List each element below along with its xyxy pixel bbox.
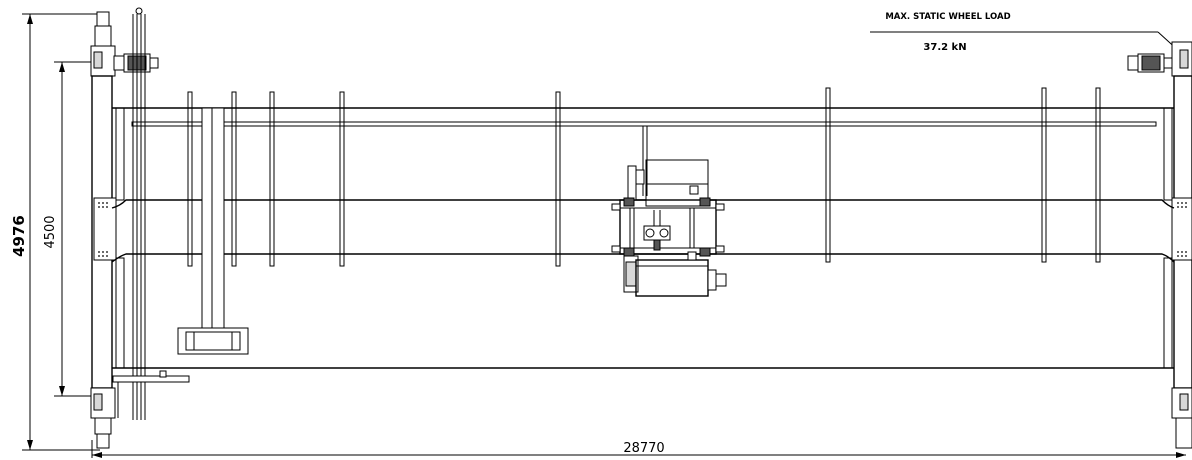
wheel-base-label: 4500 [43, 215, 58, 248]
left-side-plate-top [115, 107, 125, 201]
overall-length-label: 28770 [623, 441, 664, 456]
hoist-trolley [611, 126, 727, 297]
festoon-system [177, 107, 249, 355]
dimension-overall-width: 4976 [10, 13, 100, 451]
dimension-wheel-base: 4500 [43, 61, 92, 397]
ladder-rails [132, 7, 146, 420]
wheel-load-value: 37.2 kN [923, 42, 966, 53]
left-side-plate-bottom [115, 257, 125, 369]
wheel-load-title: MAX. STATIC WHEEL LOAD [885, 12, 1010, 22]
operator-platform [112, 370, 190, 418]
wheel-load-annotation: MAX. STATIC WHEEL LOAD 37.2 kN [870, 12, 1181, 53]
girder-stiffeners [187, 87, 1101, 267]
right-end-carriage [1127, 41, 1192, 449]
dimension-overall-length: 28770 [91, 440, 1186, 458]
left-end-carriage [90, 11, 159, 449]
overall-width-label: 4976 [10, 215, 28, 257]
